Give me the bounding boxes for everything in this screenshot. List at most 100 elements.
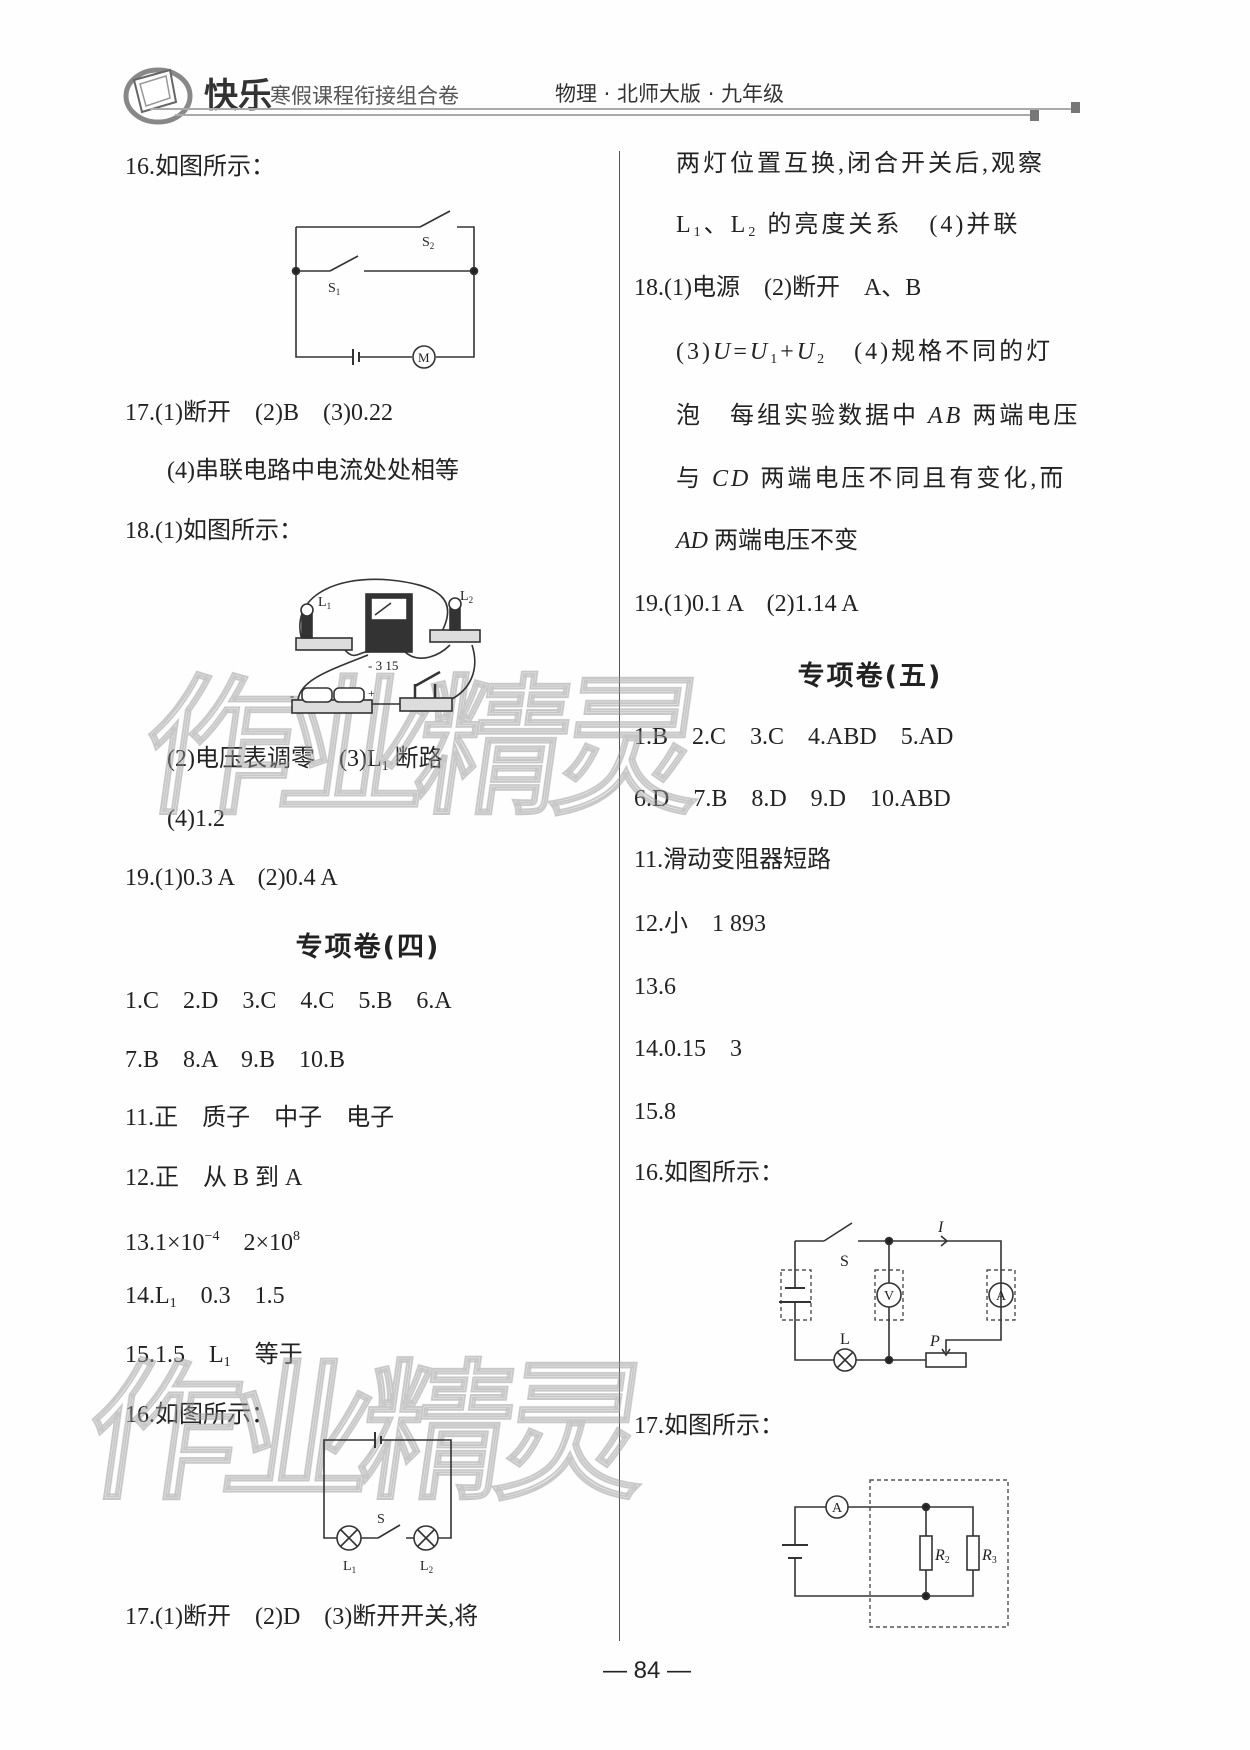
answer-text: 、L [703,212,749,238]
answer-line: 17.(1)断开 (2)B (3)0.22 [125,398,393,428]
answer-text: 两端电压不同且有变化,而 [751,466,1067,492]
lamp-label: L [840,1331,850,1348]
answer-text: 与 [676,466,712,492]
answer-line: 19.(1)0.3 A (2)0.4 A [125,863,338,893]
answer-line: 18.(1)如图所示： [125,516,303,546]
answer-line: 15.1.5 L1 等于 [125,1340,303,1378]
variable-text: AB [928,403,964,429]
switch-label: S [840,1253,849,1270]
lamp-label-l1: L1 [318,595,331,611]
answer-line: (3)U=U1+U2 (4)规格不同的灯 [676,337,1053,375]
answer-text: 两端电压不变 [708,528,858,554]
answer-text: 13.1×10 [125,1230,205,1256]
subscript: 2 [748,225,759,240]
answer-text: 泡 每组实验数据中 [676,403,928,429]
voltmeter-label: V [884,1289,894,1304]
answer-text: 12.正 从 B 到 A [125,1165,303,1191]
subscript: 2 [817,352,828,367]
answer-text: (4)规格不同的灯 [827,339,1054,365]
answer-text: 17.(1)断开 (2)B (3)0.22 [125,400,393,426]
answer-text: 17.(1)断开 (2)D (3)断开开关,将 [125,1604,479,1630]
answer-text: 16.如图所示： [634,1160,784,1186]
answer-text: 18.(1)如图所示： [125,518,303,544]
header-square [1030,110,1039,121]
resistor-label-r2: R2 [934,1547,950,1566]
answer-text: 断路 [388,746,443,772]
variable-text: CD [712,466,752,492]
answer-line: (2)电压表调零 (3)L1 断路 [167,744,443,782]
subscript: 1 [381,759,389,774]
section-heading-set5: 专项卷(五) [797,661,943,692]
subject-label: 物理 · 北师大版 · 九年级 [555,82,785,106]
answer-text: (4)串联电路中电流处处相等 [167,458,459,484]
variable-text: U [796,339,818,365]
answer-line: 16.如图所示： [125,152,275,182]
answer-line: 18.(1)电源 (2)断开 A、B [634,273,921,303]
lamp-label-l2: L2 [420,1559,433,1575]
superscript: 8 [293,1229,300,1244]
answer-text: 15.8 [634,1099,676,1125]
answer-line: 14.0.15 3 [634,1034,742,1064]
answer-text: 等于 [230,1342,303,1368]
answer-text: 15.1.5 L [125,1342,224,1368]
subscript: 1 [169,1296,177,1311]
section-heading-set4: 专项卷(四) [295,932,441,963]
answer-text: 6.D 7.B 8.D 9.D 10.ABD [634,786,951,812]
header-rule [150,108,1075,110]
battery-minus-label: - [290,689,294,703]
resistor-r3 [966,1535,980,1571]
answer-line: 6.D 7.B 8.D 9.D 10.ABD [634,784,951,814]
lamp-label-l1: L1 [343,1559,356,1575]
slider-label: P [929,1333,940,1350]
answer-text: 11.正 质子 中子 电子 [125,1105,395,1131]
answer-line: 1.B 2.C 3.C 4.ABD 5.AD [634,722,953,752]
lamp-icon [336,1525,362,1551]
page-number: — 84 — [602,1657,692,1684]
answer-text: 14.0.15 3 [634,1036,742,1062]
answer-line: 11.滑动变阻器短路 [634,845,831,875]
answer-line: 两灯位置互换,闭合开关后,观察 [676,149,1045,179]
answer-line: 17.(1)断开 (2)D (3)断开开关,将 [125,1602,478,1632]
answer-text: 两端电压 [963,403,1081,429]
answer-line: 泡 每组实验数据中 AB 两端电压 [676,401,1080,431]
answer-line: 14.L1 0.3 1.5 [125,1281,285,1319]
subscript: 1 [693,225,704,240]
variable-text: U [749,339,771,365]
answer-text: 19.(1)0.1 A (2)1.14 A [634,591,859,617]
switch-label: S [377,1512,385,1527]
answer-line: 16.如图所示： [125,1400,275,1430]
lamp-icon [413,1525,439,1551]
answer-line: 1.C 2.D 3.C 4.C 5.B 6.A [125,986,452,1016]
motor-icon [412,345,436,369]
answer-line: (4)串联电路中电流处处相等 [167,456,459,486]
answer-line: 15.8 [634,1097,676,1127]
logo-icon [123,67,193,125]
answer-text: 1.B 2.C 3.C 4.ABD 5.AD [634,724,954,750]
lamp-icon [833,1348,857,1372]
answer-text: 14.L [125,1283,170,1309]
battery-plus-label: + [368,686,375,700]
answer-line: L1、L2 的亮度关系 (4)并联 [676,210,1020,248]
svg-text:作业精灵: 作业精灵 [133,667,717,833]
answer-text: 1.C 2.D 3.C 4.C 5.B 6.A [125,988,452,1014]
answer-line: 16.如图所示： [634,1158,784,1188]
answer-line: 19.(1)0.1 A (2)1.14 A [634,589,859,619]
switch-label-s2: S2 [422,235,434,251]
answer-text: 18.(1)电源 (2)断开 A、B [634,275,922,301]
answer-line: 17.如图所示： [634,1411,784,1441]
series-title: 寒假课程衔接组合卷 [270,84,459,108]
apparatus-diagram [291,578,481,714]
ammeter-label: A [996,1289,1007,1304]
ammeter-label: A [832,1501,843,1516]
subscript: 1 [770,352,781,367]
answer-text: 13.6 [634,974,676,1000]
answer-text: (4)1.2 [167,806,225,832]
answer-text: 16.如图所示： [125,1402,275,1428]
circuit-diagram-switches-motor [291,210,479,369]
answer-line: (4)1.2 [167,804,225,834]
circuit-diagram-series-lamps [323,1432,452,1551]
svg-text:作业精灵: 作业精灵 [77,1352,661,1518]
column-divider [619,151,620,1641]
answer-text: 两灯位置互换,闭合开关后,观察 [676,151,1045,177]
